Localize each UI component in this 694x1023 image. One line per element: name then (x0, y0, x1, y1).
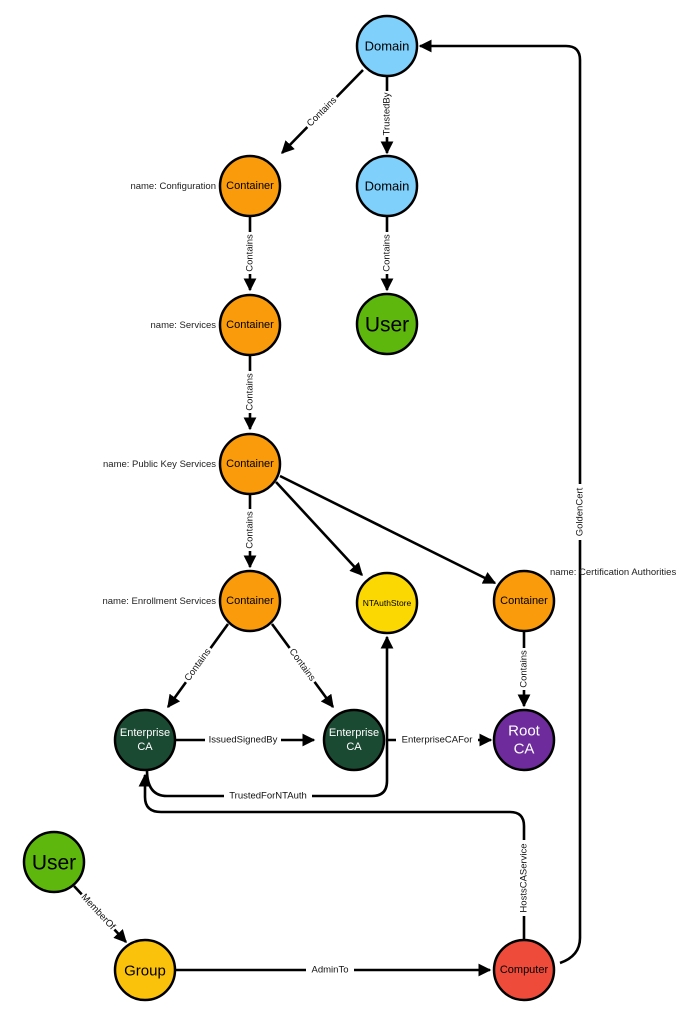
edge-pks-certauth (279, 474, 497, 585)
container-certauth-name: name: Certification Authorities (550, 567, 676, 578)
svg-text:TrustedForNTAuth: TrustedForNTAuth (229, 791, 307, 802)
edge-label-contains-domain-user: Contains (380, 232, 394, 274)
edge-label-contains-config-services: Contains (243, 232, 257, 274)
container-pks-circle (218, 432, 282, 496)
edge-pks-ntauthstore (275, 481, 363, 576)
node-domain-trusted[interactable]: Domain (355, 154, 419, 218)
ent-ca-left-line2: CA (137, 741, 153, 753)
container-config-circle (218, 154, 282, 218)
node-root-ca[interactable]: Root CA (492, 708, 556, 772)
container-certauth-circle (492, 569, 556, 633)
svg-text:MemberOf: MemberOf (79, 892, 118, 933)
node-user-bottom[interactable]: User (22, 830, 86, 894)
edge-hostscaservice (138, 773, 526, 941)
node-container-certauth[interactable]: Container name: Certification Authoritie… (492, 567, 676, 633)
svg-text:EnterpriseCAFor: EnterpriseCAFor (402, 735, 473, 746)
edge-label-contains-services-pks: Contains (243, 371, 257, 413)
ntauthstore-label: NTAuthStore (363, 598, 412, 608)
svg-text:Contains: Contains (287, 647, 318, 684)
svg-text:IssuedSignedBy: IssuedSignedBy (209, 735, 278, 746)
svg-text:HostsCAService: HostsCAService (519, 843, 530, 912)
edge-label-trustedby: TrustedBy (380, 91, 394, 137)
edge-label-adminto: AdminTo (306, 963, 354, 977)
svg-text:GoldenCert: GoldenCert (575, 487, 586, 536)
root-ca-line1: Root (508, 723, 541, 740)
edge-goldencert (418, 39, 582, 965)
node-enterprise-ca-left[interactable]: Enterprise CA (113, 708, 177, 772)
ntauthstore-circle (355, 571, 419, 635)
svg-text:Contains: Contains (519, 650, 530, 688)
container-services-label: Container (226, 319, 274, 331)
ent-ca-right-line2: CA (346, 741, 362, 753)
domain-trusted-circle (355, 154, 419, 218)
svg-text:Contains: Contains (245, 373, 256, 411)
ent-ca-left-line1: Enterprise (120, 727, 170, 739)
container-pks-name: name: Public Key Services (103, 459, 216, 470)
node-ntauthstore[interactable]: NTAuthStore (355, 571, 419, 635)
group-circle (113, 938, 177, 1002)
ent-ca-right-circle (322, 708, 386, 772)
container-enroll-circle (218, 569, 282, 633)
container-services-circle (218, 293, 282, 357)
user-bottom-label: User (32, 852, 76, 875)
svg-text:Contains: Contains (183, 646, 214, 683)
edge-label-trustedforntauth: TrustedForNTAuth (224, 789, 312, 803)
computer-circle (492, 938, 556, 1002)
domain-trusted-label: Domain (365, 179, 410, 194)
container-enroll-label: Container (226, 595, 274, 607)
node-container-pks[interactable]: Container name: Public Key Services (103, 432, 282, 496)
svg-text:Contains: Contains (382, 234, 393, 272)
container-config-label: Container (226, 180, 274, 192)
svg-text:TrustedBy: TrustedBy (382, 92, 393, 135)
svg-text:Contains: Contains (245, 234, 256, 272)
edge-label-contains-enroll-right: Contains (283, 643, 321, 687)
ent-ca-left-circle (113, 708, 177, 772)
edge-label-contains-pks-enroll: Contains (243, 509, 257, 551)
computer-label: Computer (500, 964, 549, 976)
user-trusted-circle (355, 292, 419, 356)
ent-ca-right-line1: Enterprise (329, 727, 379, 739)
container-enroll-name: name: Enrollment Services (102, 596, 216, 607)
edge-label-hostscaservice: HostsCAService (517, 840, 531, 916)
svg-text:Contains: Contains (245, 511, 256, 549)
domain-top-label: Domain (365, 39, 410, 54)
container-config-name: name: Configuration (130, 181, 216, 192)
node-container-services[interactable]: Container name: Services (151, 293, 282, 357)
svg-text:Contains: Contains (305, 95, 339, 129)
container-services-name: name: Services (151, 320, 217, 331)
edge-label-goldencert: GoldenCert (573, 484, 587, 540)
edge-label-contains-domain-config: Contains (302, 92, 342, 132)
edge-label-issuedsignedby: IssuedSignedBy (205, 733, 281, 747)
node-group[interactable]: Group (113, 938, 177, 1002)
edge-label-memberof: MemberOf (76, 889, 120, 935)
root-ca-line2: CA (514, 741, 535, 758)
domain-top-circle (355, 14, 419, 78)
node-computer[interactable]: Computer (492, 938, 556, 1002)
user-trusted-label: User (365, 314, 409, 337)
node-container-configuration[interactable]: Container name: Configuration (130, 154, 282, 218)
svg-text:AdminTo: AdminTo (312, 965, 349, 976)
edge-label-enterprisecafor: EnterpriseCAFor (396, 733, 478, 747)
edge-label-contains-enroll-left: Contains (179, 643, 217, 687)
group-label: Group (124, 963, 166, 980)
node-user-trusted[interactable]: User (355, 292, 419, 356)
container-certauth-label: Container (500, 595, 548, 607)
node-domain-top[interactable]: Domain (355, 14, 419, 78)
node-container-enrollment[interactable]: Container name: Enrollment Services (102, 569, 282, 633)
edge-label-contains-certauth-root: Contains (517, 648, 531, 690)
user-bottom-circle (22, 830, 86, 894)
node-enterprise-ca-right[interactable]: Enterprise CA (322, 708, 386, 772)
container-pks-label: Container (226, 458, 274, 470)
root-ca-circle (492, 708, 556, 772)
